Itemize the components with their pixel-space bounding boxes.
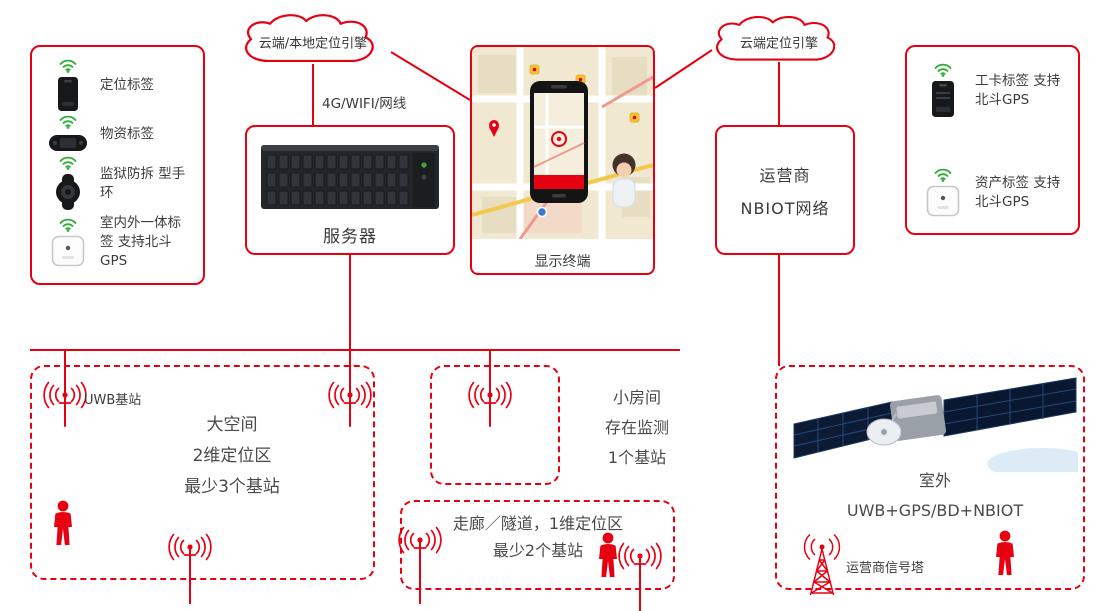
tag-label: 支持北斗GPS <box>975 72 1061 108</box>
cloud-engine-remote: 云端定位引擎 <box>704 14 854 68</box>
uwb-station-label: UWB基站 <box>84 393 142 408</box>
zone-text-line: 室外 <box>918 471 951 490</box>
locator-tag-icon <box>58 77 78 111</box>
tag-label: 物资标签 <box>100 125 154 142</box>
zone-text-line: 最少2个基站 <box>492 541 584 560</box>
display-terminal-box: 显示终端 <box>470 45 655 275</box>
zone-text-line: 2维定位区 <box>192 446 272 466</box>
indoor-outdoor-tag-icon <box>51 235 85 267</box>
zone-text-line: 1个基站 <box>607 448 667 467</box>
wristband-icon <box>56 174 80 211</box>
tag-item-material: 物资标签 <box>42 115 193 154</box>
cloud-engine-remote-label: 云端定位引擎 <box>739 36 818 52</box>
tag-item-work-card: 工卡标签 支持北斗GPS <box>917 63 1068 118</box>
tag-label: 室内外一体标签 <box>100 214 181 250</box>
link-type-label: 4G/WIFI/网线 <box>319 92 410 112</box>
zone-text-line: 大空间 <box>206 415 258 435</box>
server-icon <box>261 145 439 209</box>
tag-item-indoor-outdoor: 室内外一体标签 支持北斗GPS <box>42 214 193 271</box>
map-screenshot <box>472 47 653 240</box>
tag-label: 工卡标签 <box>975 72 1029 89</box>
zone-small-room <box>430 365 560 485</box>
wifi-icon <box>934 168 952 182</box>
tag-label: 支持北斗GPS <box>100 233 172 269</box>
tags-panel-left: 定位标签 物资标签 <box>30 45 205 285</box>
satellite-icon <box>793 377 1078 472</box>
zone-outdoor <box>775 365 1085 590</box>
zone-corridor-text: 走廊／隧道，1维定位区 最少2个基站 <box>408 510 668 564</box>
tags-panel-right: 工卡标签 支持北斗GPS 资产标签 支持北斗GPS <box>905 45 1080 235</box>
zone-small-room-text: 小房间 存在监测 1个基站 <box>577 383 697 473</box>
server-box: 服务器 <box>245 125 455 255</box>
tag-label: 资产标签 <box>975 174 1029 191</box>
zone-large-space-text: 大空间 2维定位区 最少3个基站 <box>122 410 342 503</box>
operator-tower-label: 运营商信号塔 <box>846 561 925 576</box>
zone-text-line: 最少3个基站 <box>184 477 280 497</box>
operator-label-line1: 运营商 <box>759 165 811 185</box>
asset-tag-icon <box>926 185 960 217</box>
tag-item-asset: 资产标签 支持北斗GPS <box>917 168 1068 217</box>
material-tag-icon <box>49 134 87 151</box>
zone-text-line: 存在监测 <box>604 418 669 437</box>
zone-text-line: 走廊／隧道，1维定位区 <box>452 514 624 533</box>
tag-item-locator: 定位标签 <box>42 59 193 112</box>
zone-outdoor-text: 室外 UWB+GPS/BD+NBIOT <box>810 466 1060 526</box>
cloud-engine-local: 云端/本地定位引擎 <box>232 12 394 70</box>
wifi-icon <box>934 63 952 77</box>
tag-label: 支持北斗GPS <box>975 174 1061 210</box>
work-card-tag-icon <box>932 81 954 117</box>
zone-large-space <box>30 365 375 580</box>
server-label: 服务器 <box>323 227 377 247</box>
zone-text-line: 小房间 <box>612 388 661 407</box>
display-terminal-label: 显示终端 <box>534 254 591 270</box>
operator-label-line2: NBIOT网络 <box>740 198 830 218</box>
cloud-engine-local-label: 云端/本地定位引擎 <box>258 36 368 52</box>
operator-nbiot-box: 运营商 NBIOT网络 <box>715 125 855 255</box>
tag-label: 型手环 <box>100 165 186 201</box>
map-girl-illustration <box>612 153 636 208</box>
tag-item-wristband: 监狱防拆 型手环 <box>42 156 193 211</box>
tag-label: 定位标签 <box>100 77 154 93</box>
wifi-icon <box>59 218 77 232</box>
cloud-shape-icon <box>245 14 374 63</box>
wifi-icon <box>59 157 77 171</box>
cloud-shape-icon <box>716 16 836 61</box>
zone-text-line: UWB+GPS/BD+NBIOT <box>846 501 1024 520</box>
wifi-icon <box>59 115 77 129</box>
tag-label: 监狱防拆 <box>100 165 154 182</box>
wifi-icon <box>59 59 77 73</box>
